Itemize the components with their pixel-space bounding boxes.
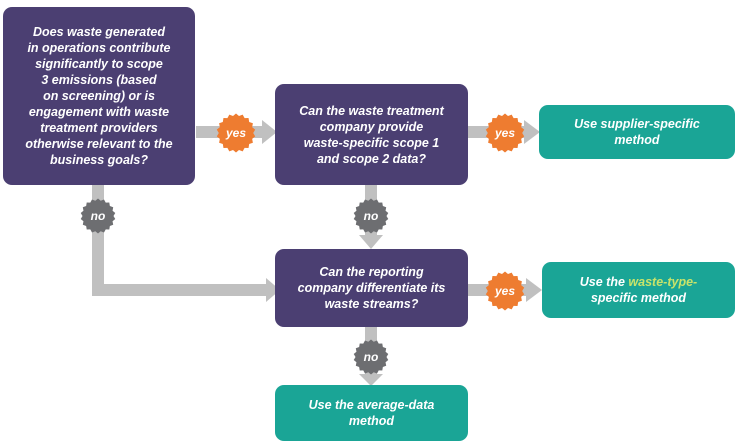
arrowhead-q2-m1 <box>524 120 540 144</box>
no-badge-label: no <box>90 209 106 223</box>
arrowhead-q1-q3 <box>266 278 280 302</box>
seal-shape-icon <box>353 198 389 234</box>
seal-shape <box>353 339 389 375</box>
question-line: engagement with waste <box>28 105 170 119</box>
question-line: waste streams? <box>324 297 419 311</box>
yes-badge: yes <box>216 113 256 153</box>
method-box-average-data: Use the average-data method <box>275 385 468 441</box>
question-box-treatment-company-data: Can the waste treatment company provide … <box>275 84 468 185</box>
method-line-highlight: waste-type- <box>628 275 698 289</box>
question-line: Can the reporting <box>319 265 424 279</box>
question-line: 3 emissions (based <box>41 73 157 87</box>
no-badge: no <box>353 198 389 234</box>
question-line: on screening) or is <box>43 89 155 103</box>
question-line: Does waste generated <box>32 25 165 39</box>
question-line: company provide <box>319 119 424 134</box>
seal-shape-icon <box>485 271 525 311</box>
question-box-waste-significance: Does waste generated in operations contr… <box>3 7 195 185</box>
no-badge: no <box>80 198 116 234</box>
seal-shape-icon <box>353 339 389 375</box>
no-badge-label: no <box>363 209 379 223</box>
seal-shape <box>353 198 389 234</box>
method-line: method <box>348 414 395 428</box>
question-line: company differentiate its <box>297 281 446 295</box>
arrowhead-q1-q2 <box>262 120 277 144</box>
method-line: Use the average-data <box>308 398 435 412</box>
seal-shape-icon <box>80 198 116 234</box>
method-box-waste-type-specific: Use the waste-type- specific method <box>542 262 735 318</box>
yes-badge: yes <box>485 113 525 153</box>
seal-shape <box>485 271 525 311</box>
no-badge: no <box>353 339 389 375</box>
question-line: business goals? <box>50 153 148 167</box>
yes-badge-label: yes <box>494 126 516 140</box>
question-line: waste-specific scope 1 <box>303 135 440 150</box>
method-line: Use supplier-specific <box>574 117 700 131</box>
method-line-prefix: Use the <box>579 275 629 289</box>
no-badge-label: no <box>363 350 379 364</box>
question-line: in operations contribute <box>27 41 171 55</box>
question-box-differentiate-streams: Can the reporting company differentiate … <box>275 249 468 327</box>
question-line: treatment providers <box>40 121 158 135</box>
question-line: otherwise relevant to the <box>25 137 173 151</box>
yes-badge: yes <box>485 271 525 311</box>
method-box-supplier-specific: Use supplier-specific method <box>539 105 735 159</box>
question-line: significantly to scope <box>35 57 163 71</box>
connector-q1-q3 <box>92 284 268 296</box>
seal-shape <box>216 113 256 153</box>
seal-shape <box>80 198 116 234</box>
arrowhead-q3-m2 <box>526 278 542 302</box>
seal-shape <box>485 113 525 153</box>
seal-shape-icon <box>485 113 525 153</box>
arrowhead-q3-m3 <box>359 374 383 386</box>
question-line: and scope 2 data? <box>316 151 427 166</box>
method-line: Use the waste-type- <box>580 274 697 290</box>
yes-badge-label: yes <box>225 126 247 140</box>
yes-badge-label: yes <box>494 284 516 298</box>
method-line: specific method <box>590 291 687 305</box>
method-line: method <box>614 133 660 147</box>
question-line: Can the waste treatment <box>299 103 444 118</box>
arrowhead-q2-q3 <box>359 235 383 249</box>
seal-shape-icon <box>216 113 256 153</box>
